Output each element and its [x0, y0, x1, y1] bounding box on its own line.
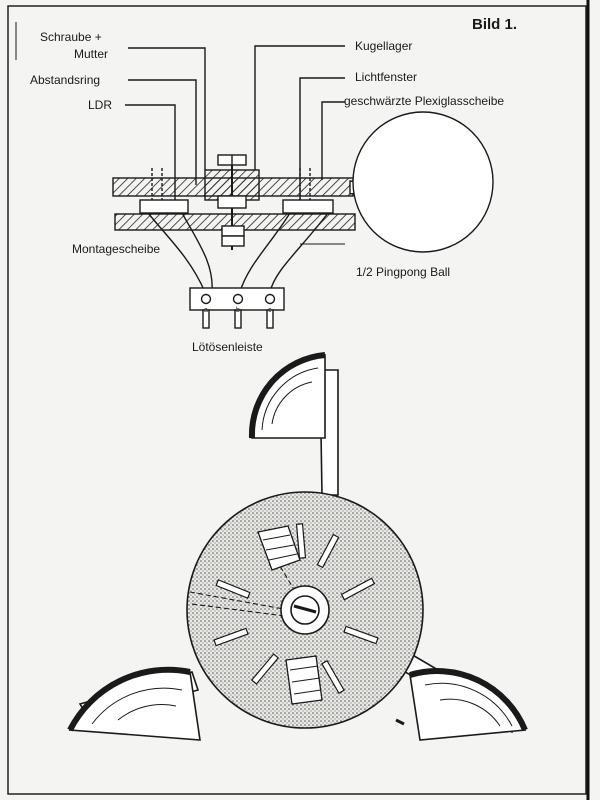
ldr-bottom-on-disk [285, 655, 323, 705]
label-montagescheibe: Montagescheibe [72, 242, 161, 256]
rotor [67, 352, 528, 741]
leader-lichtfenster [299, 77, 345, 200]
cup-right [409, 668, 528, 741]
leader-kugellager [254, 45, 345, 170]
ldr-left [139, 199, 189, 214]
label-abstandsring: Abstandsring [30, 73, 101, 87]
label-schraube: Schraube + [40, 30, 102, 44]
label-plexiglas: geschwärzte Plexiglasscheibe [344, 94, 505, 108]
label-kugellager: Kugellager [355, 39, 413, 53]
figure-title: Bild 1. [472, 16, 518, 33]
label-ldr: LDR [88, 98, 113, 112]
pin-a: a [204, 307, 208, 314]
leader-plexiglas [321, 101, 345, 180]
ldr-top-on-disk [257, 525, 301, 571]
leader-ldr [125, 104, 176, 200]
label-loetoesenleiste: Lötösenleiste [192, 340, 263, 354]
page-border [7, 5, 587, 795]
pin-b: b [236, 307, 240, 314]
leader-abstandsring [128, 79, 197, 185]
pin-c: c [268, 307, 272, 314]
cross-section [15, 22, 494, 329]
label-mutter: Mutter [74, 47, 109, 61]
label-lichtfenster: Lichtfenster [355, 70, 418, 84]
pingpong-ball [352, 111, 494, 253]
ldr-right [282, 199, 334, 214]
cup-top [248, 352, 326, 439]
cup-left [67, 666, 201, 741]
light-windows [213, 523, 379, 695]
label-pingpong: 1/2 Pingpong Ball [356, 265, 451, 279]
leader-mutter [128, 47, 206, 170]
